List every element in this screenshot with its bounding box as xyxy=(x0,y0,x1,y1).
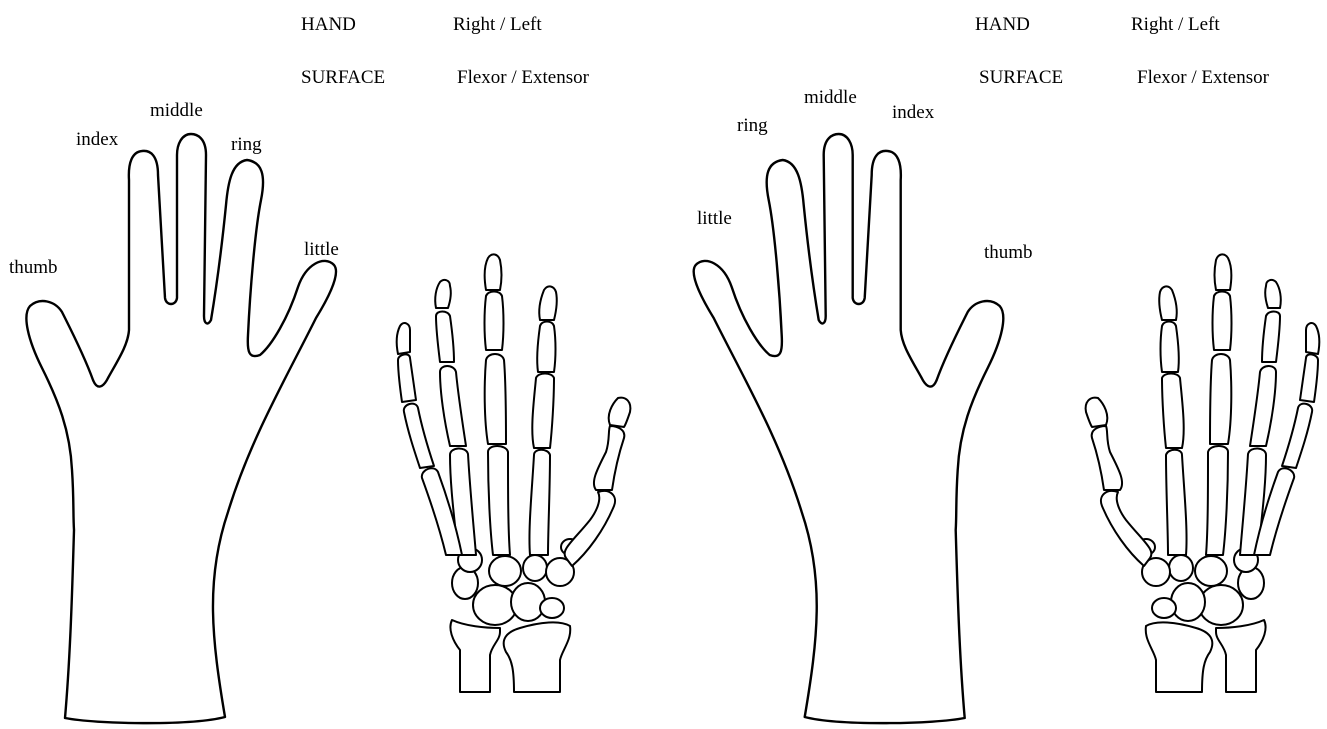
thumb-distal-phalanx xyxy=(609,398,631,427)
little-middle-phalanx xyxy=(398,354,416,402)
finger-label-thumb-left: thumb xyxy=(9,258,58,277)
index-distal-phalanx xyxy=(539,286,557,320)
surface-options-right[interactable]: Flexor / Extensor xyxy=(1137,68,1269,87)
little-proximal-phalanx xyxy=(404,404,434,468)
middle-middle-phalanx xyxy=(485,292,504,351)
little-distal-phalanx xyxy=(397,323,410,354)
finger-label-middle-right: middle xyxy=(804,88,857,107)
thumb-metacarpal xyxy=(565,491,615,566)
surface-options-left[interactable]: Flexor / Extensor xyxy=(457,68,589,87)
hand-outline-right xyxy=(694,134,1004,723)
index-metacarpal xyxy=(529,450,550,555)
hand-skeleton-right xyxy=(1086,254,1320,692)
finger-label-ring-left: ring xyxy=(231,135,262,154)
surface-label-right: SURFACE xyxy=(979,68,1063,87)
finger-label-middle-left: middle xyxy=(150,101,203,120)
radius-bone xyxy=(450,620,500,692)
pisiform-bone xyxy=(540,598,564,618)
ulna-bone xyxy=(504,622,571,692)
hand-label-left: HAND xyxy=(301,15,356,34)
hand-outline-left xyxy=(26,134,336,723)
scaphoid-bone xyxy=(511,583,545,621)
ring-middle-phalanx xyxy=(436,312,454,363)
thumb-proximal-phalanx xyxy=(594,426,624,490)
finger-label-little-right: little xyxy=(697,209,732,228)
hand-options-left[interactable]: Right / Left xyxy=(453,15,542,34)
index-proximal-phalanx xyxy=(532,374,554,449)
hand-skeleton-left xyxy=(397,254,631,692)
capitate-bone xyxy=(489,556,521,586)
hand-label-right: HAND xyxy=(975,15,1030,34)
index-middle-phalanx xyxy=(537,322,555,373)
middle-distal-phalanx xyxy=(485,254,502,290)
finger-label-ring-right: ring xyxy=(737,116,768,135)
middle-metacarpal xyxy=(488,446,510,555)
trapezoid-bone xyxy=(523,555,547,581)
hand-options-right[interactable]: Right / Left xyxy=(1131,15,1220,34)
finger-label-index-right: index xyxy=(892,103,934,122)
middle-proximal-phalanx xyxy=(485,354,506,444)
finger-label-thumb-right: thumb xyxy=(984,243,1033,262)
surface-label-left: SURFACE xyxy=(301,68,385,87)
finger-label-little-left: little xyxy=(304,240,339,259)
finger-label-index-left: index xyxy=(76,130,118,149)
ring-distal-phalanx xyxy=(435,280,451,308)
ring-proximal-phalanx xyxy=(440,366,466,446)
